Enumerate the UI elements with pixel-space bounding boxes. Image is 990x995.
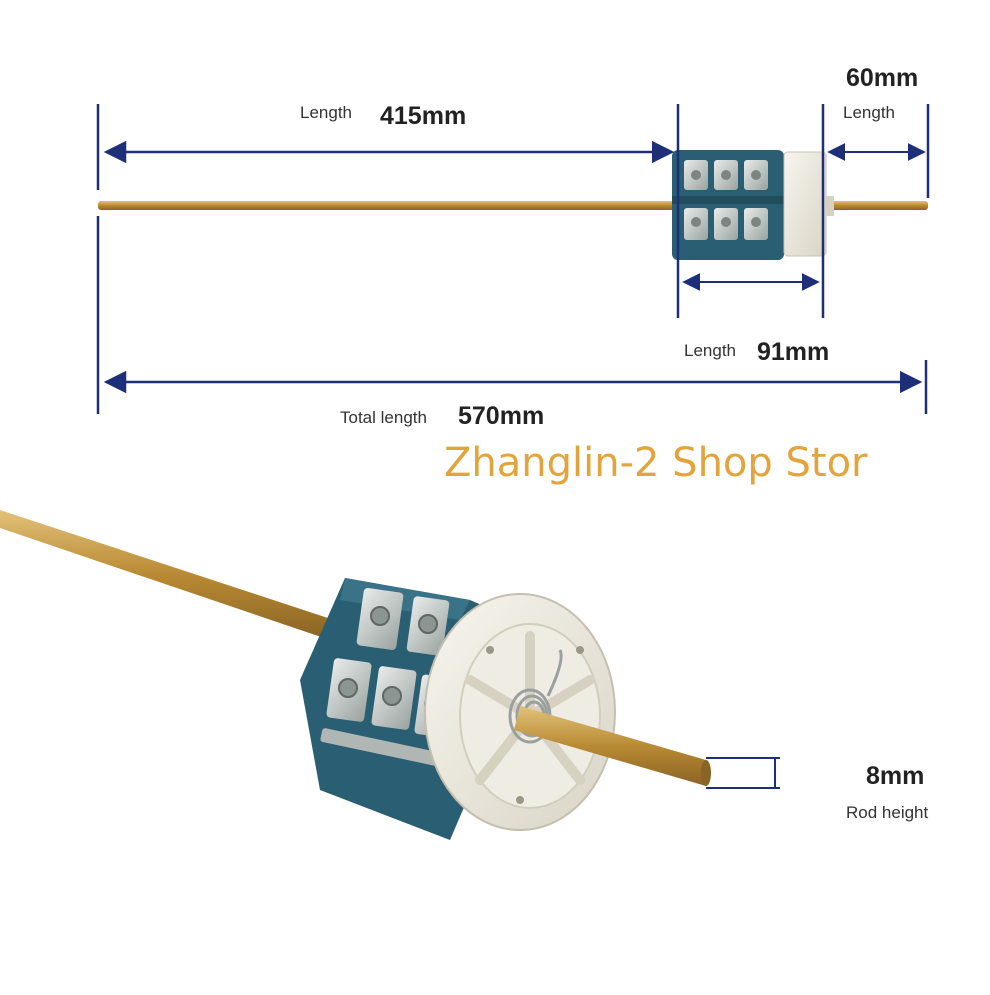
rod-height-label: Rod height: [846, 803, 929, 822]
terminal-row-top: [684, 160, 768, 190]
rod-perspective-back: [0, 510, 340, 640]
rod-length-value: 415mm: [380, 102, 466, 130]
rod-height-value: 8mm: [866, 762, 924, 790]
switch-side-view: [672, 150, 834, 260]
total-length-value: 570mm: [458, 402, 544, 430]
shaft-length-value: 60mm: [846, 64, 918, 92]
rod-height-indicator: [706, 757, 780, 789]
shaft-length-label: Length: [843, 103, 895, 122]
rod-perspective-front: [514, 706, 706, 786]
total-length-label: Total length: [340, 408, 427, 427]
extension-lines: [96, 104, 930, 414]
rod-length-label: Length: [300, 103, 352, 122]
switch-perspective-view: [300, 578, 616, 840]
shop-watermark: Zhanglin-2 Shop Stor: [444, 440, 868, 486]
terminal-row-bottom: [684, 208, 768, 240]
body-length-label: Length: [684, 341, 736, 360]
body-length-value: 91mm: [757, 338, 829, 366]
